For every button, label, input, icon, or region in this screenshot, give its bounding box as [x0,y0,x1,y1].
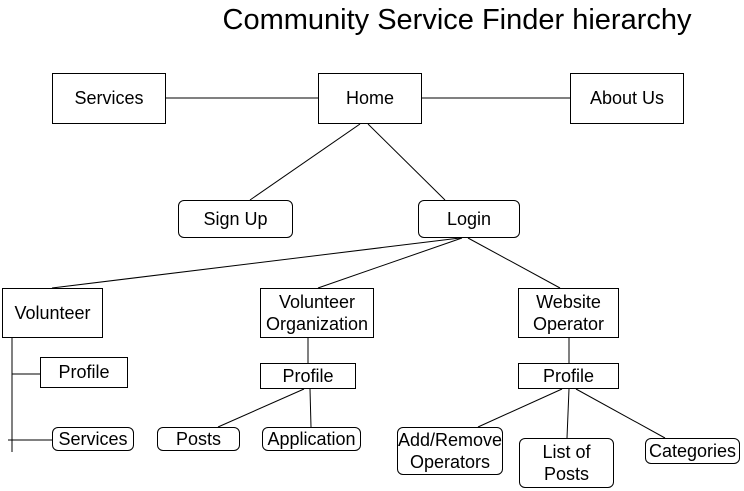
connector-opprofile-addremove [477,388,563,428]
node-login: Login [418,200,520,238]
connector-login-volunteer [51,237,461,289]
connector-home-login [367,123,446,201]
connector-login-org [317,237,463,289]
connector-opprofile-listposts [566,388,570,439]
node-volunteer: Volunteer [2,288,103,338]
connector-home-signup [249,123,361,201]
node-application: Application [262,427,361,451]
node-website-operator: Website Operator [518,288,619,338]
node-about-us: About Us [570,73,684,124]
connector-login-operator [467,237,561,289]
node-add-remove-operators: Add/Remove Operators [397,427,503,475]
node-categories: Categories [645,438,740,464]
node-home: Home [318,73,422,124]
node-list-of-posts: List of Posts [519,438,614,488]
diagram-title: Community Service Finder hierarchy [222,4,692,36]
node-posts: Posts [157,427,240,451]
connector-opprofile-categories [575,388,666,439]
connector-orgprofile-posts [217,388,305,428]
node-volunteer-profile: Profile [40,357,128,388]
node-services-top: Services [52,73,166,124]
node-volunteer-services: Services [52,427,134,451]
node-operator-profile: Profile [518,363,619,389]
connector-orgprofile-application [309,388,312,428]
node-org-profile: Profile [260,363,356,389]
node-volunteer-organization: Volunteer Organization [260,288,374,338]
node-sign-up: Sign Up [178,200,293,238]
